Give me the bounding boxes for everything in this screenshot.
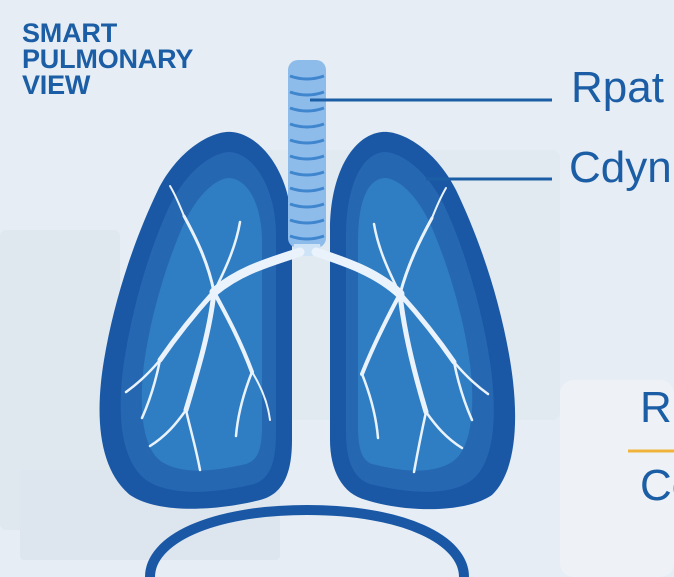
fraction-numerator-label: R: [640, 386, 672, 430]
trachea: [288, 60, 326, 256]
diaphragm: [150, 510, 464, 577]
rpat-label: Rpat: [571, 66, 664, 110]
cdyn-label: Cdyn: [569, 146, 672, 190]
fraction-denominator-label: Co: [640, 464, 674, 508]
